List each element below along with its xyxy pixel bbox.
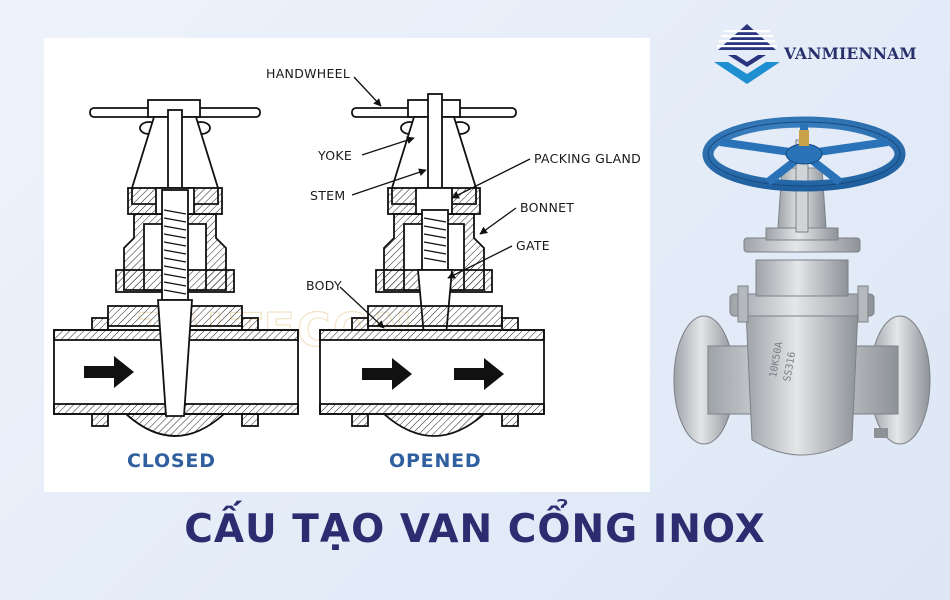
flow-arrow-icon [362, 358, 412, 390]
label-body: BODY [306, 278, 342, 293]
body-marking-2: SS316 [782, 351, 798, 383]
brand-logo: VANMIENNAM [712, 22, 922, 86]
brand-mark-icon [714, 24, 780, 84]
brand-name: VANMIENNAM [784, 44, 917, 63]
state-opened: OPENED [389, 450, 482, 472]
page-title: CẤU TẠO VAN CỔNG INOX [184, 507, 766, 552]
label-handwheel: HANDWHEEL [266, 66, 350, 81]
flow-arrow-icon [454, 358, 504, 390]
handwheel-icon [702, 116, 906, 192]
state-closed: CLOSED [127, 450, 216, 472]
flow-arrow-icon [84, 356, 134, 388]
gate-valve-photo: 10K50A SS316 [668, 110, 938, 480]
cross-section-diagram: TALTECON [44, 38, 650, 492]
label-gate: GATE [516, 238, 550, 253]
label-packing-gland: PACKING GLAND [534, 151, 641, 166]
closed-valve-drawing [53, 99, 299, 437]
label-yoke: YOKE [317, 148, 352, 163]
opened-valve-drawing [319, 93, 545, 437]
label-bonnet: BONNET [520, 200, 574, 215]
label-stem: STEM [310, 188, 345, 203]
